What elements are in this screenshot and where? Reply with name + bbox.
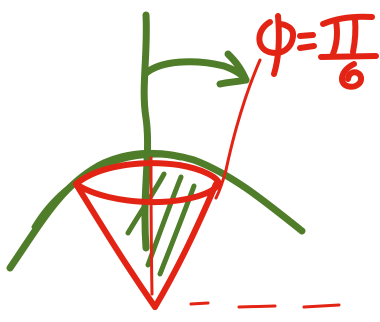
- equals-bottom: [297, 43, 317, 51]
- equals-top: [297, 32, 316, 39]
- angle-reference-line: [214, 58, 262, 200]
- curved-angle-arrow: [141, 58, 250, 84]
- paraboloid-shadow-stroke: [31, 152, 183, 230]
- cone-right-side: [152, 181, 219, 310]
- dashed-baseline-3: [302, 303, 341, 309]
- dashed-baseline-2: [237, 304, 277, 309]
- pi-symbol: [320, 13, 375, 57]
- green-strokes: [6, 11, 306, 277]
- red-strokes: [73, 13, 379, 310]
- vertical-axis-stroke: [140, 11, 152, 252]
- axis-red-center: [149, 156, 154, 296]
- six-symbol: [339, 61, 364, 90]
- arrowhead-lower-stroke: [216, 76, 250, 88]
- dashed-baseline-1: [189, 301, 210, 306]
- fraction-bar: [318, 53, 379, 60]
- cone-left-side: [73, 181, 158, 310]
- phi-symbol: [256, 13, 297, 77]
- paraboloid-curve: [6, 149, 306, 272]
